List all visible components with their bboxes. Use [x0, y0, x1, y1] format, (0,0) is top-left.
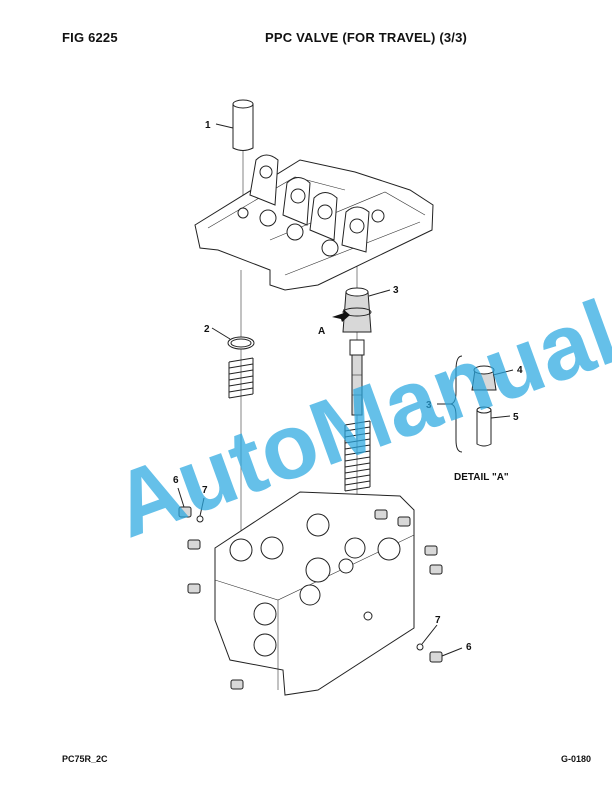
footer-page-code: G-0180	[561, 754, 592, 764]
plugs	[178, 506, 443, 690]
view-arrow-a	[332, 309, 350, 322]
callout-1: 1	[205, 120, 211, 131]
callout-7-left: 7	[202, 485, 208, 496]
right-spring	[344, 420, 371, 492]
detail-a-label: DETAIL "A"	[454, 472, 509, 483]
detail-a	[449, 355, 497, 453]
figure-number: FIG 6225	[62, 30, 118, 45]
callout-2: 2	[204, 324, 210, 335]
callout-4: 4	[517, 365, 523, 376]
footer-model-code: PC75R_2C	[62, 754, 108, 764]
callout-6-left: 6	[173, 475, 179, 486]
callout-3: 3	[393, 285, 399, 296]
leader-lines	[177, 123, 514, 657]
callout-3-detail: 3	[426, 400, 432, 411]
callout-a: A	[318, 326, 325, 337]
valve-body	[214, 491, 415, 696]
callout-7-right: 7	[435, 615, 441, 626]
o-ring-part-2	[227, 336, 255, 350]
figure-title: PPC VALVE (FOR TRAVEL) (3/3)	[265, 30, 468, 45]
left-spring	[228, 357, 254, 399]
pin-part-1	[232, 99, 254, 151]
plate	[194, 154, 434, 291]
callout-5: 5	[513, 412, 519, 423]
callout-6-right: 6	[466, 642, 472, 653]
